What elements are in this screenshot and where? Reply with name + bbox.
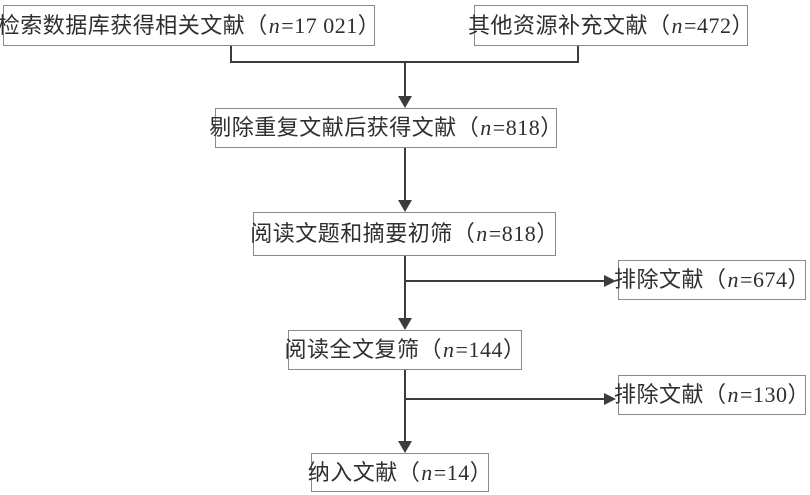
node-label: 其他资源补充文献（n=472）: [468, 12, 754, 38]
n-variable: n: [476, 221, 488, 246]
n-variable: n: [421, 459, 433, 485]
flow-node-database-search: 检索数据库获得相关文献（n=17 021）: [0, 5, 380, 46]
arrowhead-down-to-dedup: [398, 96, 412, 108]
node-label: 检索数据库获得相关文献（n=17 021）: [0, 12, 381, 38]
n-variable: n: [727, 267, 740, 292]
connector-right-stub: [577, 46, 579, 62]
node-label: 纳入文献（n=14）: [307, 459, 493, 485]
n-variable: n: [268, 12, 281, 38]
arrowhead-right-excluded-fulltext: [604, 393, 616, 405]
flow-node-excluded-initial: 排除文献（n=674）: [614, 260, 809, 300]
flow-node-other-sources: 其他资源补充文献（n=472）: [468, 5, 753, 46]
flow-node-included: 纳入文献（n=14）: [307, 453, 493, 492]
connector-to-dedup: [404, 61, 406, 97]
arrowhead-right-excluded-initial: [604, 275, 616, 287]
n-variable: n: [671, 12, 684, 38]
n-variable: n: [480, 115, 492, 140]
arrowhead-down-to-fulltext-screen: [398, 318, 412, 330]
connector-branch-excluded-initial: [405, 280, 605, 282]
arrowhead-down-to-included: [398, 441, 412, 453]
n-variable: n: [443, 337, 455, 362]
flow-node-title-abstract-screen: 阅读文题和摘要初筛（n=818）: [250, 212, 559, 256]
connector-branch-excluded-fulltext: [405, 398, 605, 400]
connector-to-fulltext-screen: [404, 256, 406, 319]
flow-node-after-dedup: 剔除重复文献后获得文献（n=818）: [209, 108, 562, 148]
flow-node-excluded-fulltext: 排除文献（n=130）: [614, 375, 809, 415]
connector-left-stub: [230, 46, 232, 62]
connector-to-included: [404, 370, 406, 442]
node-label: 阅读文题和摘要初筛（n=818）: [250, 221, 559, 246]
node-label: 阅读全文复筛（n=144）: [284, 337, 526, 362]
node-label: 剔除重复文献后获得文献（n=818）: [209, 115, 563, 140]
node-label: 排除文献（n=674）: [614, 267, 810, 292]
n-variable: n: [727, 382, 740, 407]
node-label: 排除文献（n=130）: [614, 382, 810, 407]
arrowhead-down-to-initial-screen: [398, 200, 412, 212]
connector-to-initial-screen: [404, 148, 406, 201]
flow-node-fulltext-screen: 阅读全文复筛（n=144）: [285, 330, 525, 370]
